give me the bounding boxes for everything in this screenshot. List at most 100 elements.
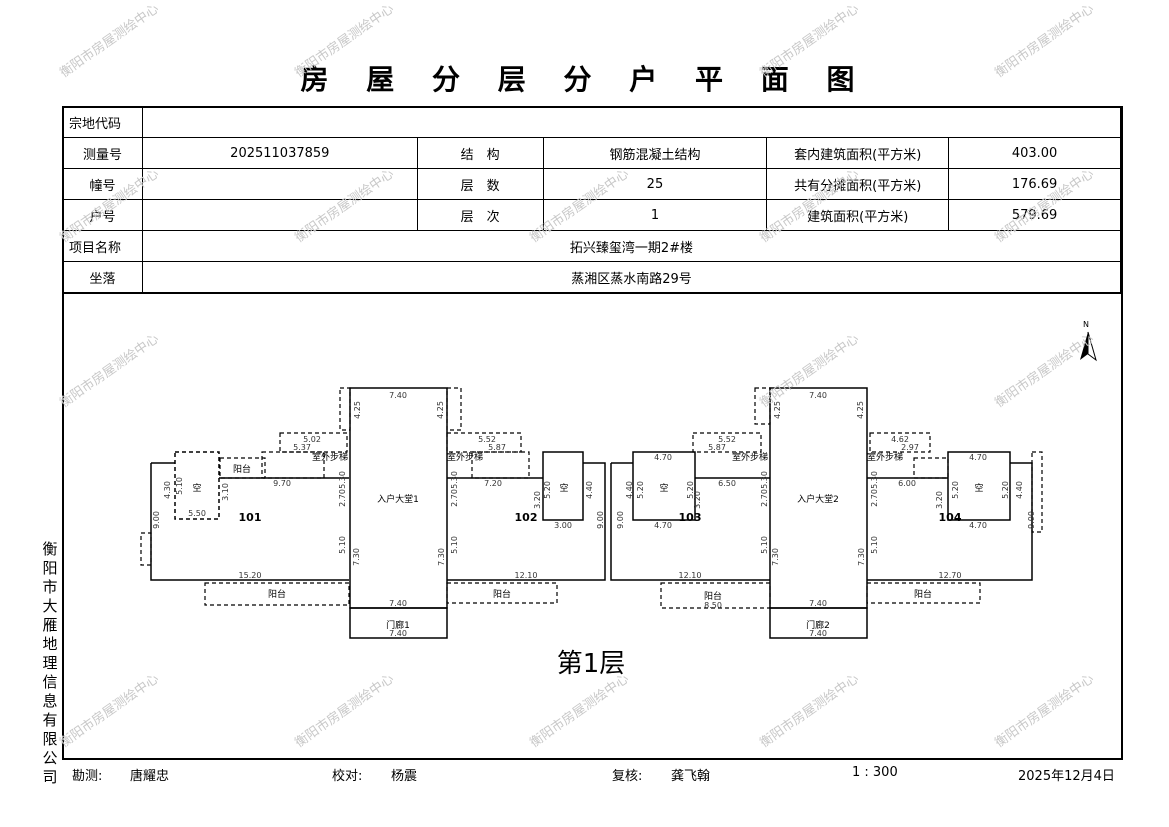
dim-label: 9.00: [596, 511, 605, 529]
shared-area-label: 共有分摊面积(平方米): [766, 168, 950, 200]
dim-label: 7.40: [809, 599, 827, 608]
dim-label: 5.20: [951, 481, 960, 499]
dim-label: 5.20: [686, 481, 695, 499]
dim-label: 7.40: [389, 629, 407, 638]
dim-label: 7.30: [437, 548, 446, 566]
dim-label: 7.30: [771, 548, 780, 566]
dim-label: 5.10: [870, 536, 879, 554]
dim-label: 4.70: [969, 453, 987, 462]
scale: 1 : 300: [852, 765, 898, 780]
dim-label: 2.70: [760, 489, 769, 507]
dim-label: 3.10: [221, 483, 230, 501]
balcony-label: 阳台: [914, 588, 932, 600]
dim-label: 7.30: [857, 548, 866, 566]
dim-label: 12.10: [679, 571, 702, 580]
lobby-1-label: 入户大堂1: [377, 493, 419, 505]
dim-label: 4.25: [353, 401, 362, 419]
dim-label: 5.52: [478, 435, 496, 444]
building-no-label: 幢号: [62, 168, 143, 200]
surveyor-label: 勘测:: [72, 769, 103, 784]
lobby-2-label: 入户大堂2: [797, 493, 839, 505]
date: 2025年12月4日: [1018, 769, 1115, 784]
project-label: 项目名称: [62, 230, 143, 262]
dim-label: 3.20: [693, 491, 702, 509]
dim-label: 2.70: [338, 489, 347, 507]
dim-label: 12.70: [939, 571, 962, 580]
dim-label: 4.70: [654, 521, 672, 530]
stairs-label: 室外步梯: [312, 451, 348, 463]
dim-label: 2.70: [450, 489, 459, 507]
dim-label: 6.50: [718, 479, 736, 488]
porch-2-label: 门廊2: [806, 619, 830, 631]
building-no-value: [141, 168, 418, 200]
location-label: 坐落: [62, 261, 143, 294]
dim-label: 15.20: [239, 571, 262, 580]
location-value: 蒸湘区蒸水南路29号: [141, 261, 1122, 294]
void-label: 空: [192, 482, 201, 494]
dim-label: 5.87: [708, 443, 726, 452]
dim-label: 5.30: [760, 471, 769, 489]
dim-label: 9.00: [152, 511, 161, 529]
dim-label: 7.30: [352, 548, 361, 566]
dim-label: 9.70: [273, 479, 291, 488]
floor-title: 第1层: [557, 649, 626, 679]
void-label: 空: [559, 482, 568, 494]
dim-label: 5.30: [870, 471, 879, 489]
unit-102-label: 102: [515, 511, 538, 524]
dim-label: 3.00: [554, 521, 572, 530]
balcony-label: 阳台: [493, 588, 511, 600]
reviewer-name: 龚飞翰: [671, 769, 711, 784]
dim-label: 7.40: [389, 391, 407, 400]
dim-label: 3.20: [935, 491, 944, 509]
dim-label: 5.10: [450, 536, 459, 554]
dim-label: 4.70: [969, 521, 987, 530]
dim-label: 5.20: [636, 481, 645, 499]
dim-label: 4.62: [891, 435, 909, 444]
inner-area-value: 403.00: [948, 137, 1121, 169]
balcony-label: 阳台: [233, 463, 251, 475]
dim-label: 5.10: [175, 477, 184, 495]
north-label: N: [1083, 320, 1089, 329]
dim-label: 7.20: [484, 479, 502, 488]
dim-label: 7.40: [389, 599, 407, 608]
dim-label: 5.87: [488, 443, 506, 452]
dim-label: 5.10: [760, 536, 769, 554]
checker-label: 校对:: [332, 769, 363, 784]
north-arrow-icon: N: [1080, 320, 1097, 362]
dim-label: 7.40: [809, 391, 827, 400]
balcony-label: 阳台: [704, 590, 722, 602]
dim-label: 4.30: [163, 481, 172, 499]
inner-area-label: 套内建筑面积(平方米): [766, 137, 950, 169]
dim-label: 5.50: [188, 509, 206, 518]
unit-no-label: 户号: [62, 199, 143, 231]
building-area-value: 579.69: [948, 199, 1121, 231]
dim-label: 5.02: [303, 435, 321, 444]
structure-label: 结 构: [416, 137, 544, 169]
stairs-label: 室外步梯: [867, 451, 903, 463]
dim-label: 8.50: [704, 601, 722, 610]
page-title: 房 屋 分 层 分 户 平 面 图: [300, 63, 869, 96]
shared-area-value: 176.69: [948, 168, 1121, 200]
dim-label: 4.70: [654, 453, 672, 462]
dim-label: 7.40: [809, 629, 827, 638]
dim-label: 5.30: [338, 471, 347, 489]
surveyor-name: 唐耀忠: [130, 769, 170, 784]
dim-label: 9.00: [616, 511, 625, 529]
dim-label: 5.10: [338, 536, 347, 554]
stairs-label: 室外步梯: [732, 451, 768, 463]
unit-101-label: 101: [239, 511, 262, 524]
dim-label: 5.52: [718, 435, 736, 444]
dim-label: 4.25: [856, 401, 865, 419]
dim-label: 3.20: [533, 491, 542, 509]
void-box: [174, 451, 220, 520]
building-area-label: 建筑面积(平方米): [766, 199, 950, 231]
dim-label: 4.25: [773, 401, 782, 419]
checker-name: 杨震: [391, 769, 418, 784]
survey-no-label: 测量号: [62, 137, 143, 169]
stairs-label: 室外步梯: [447, 451, 483, 463]
company-vertical-label: 衡阳市大雁地理信息有限公司: [42, 540, 58, 786]
dim-label: 5.30: [450, 471, 459, 489]
balcony-label: 阳台: [268, 588, 286, 600]
porch-1-label: 门廊1: [386, 619, 410, 631]
